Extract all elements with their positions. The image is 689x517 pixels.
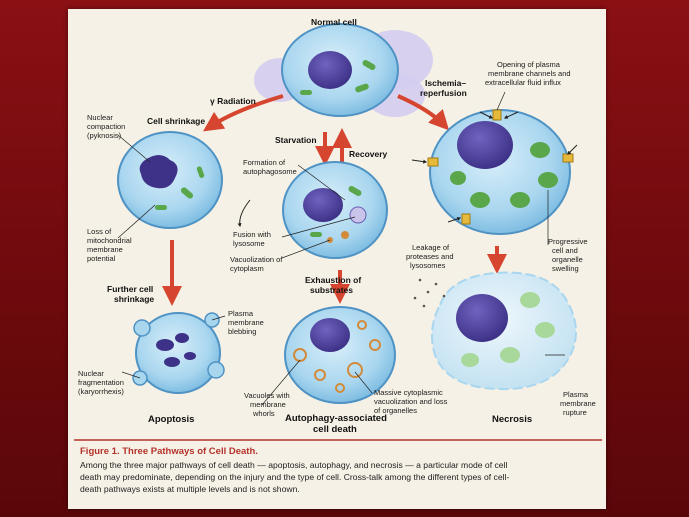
ann-nuclear-frag-1: Nuclear	[78, 369, 104, 378]
cell-shrinkage-label: Cell shrinkage	[147, 116, 205, 126]
exhaustion-label-2: substrates	[310, 285, 353, 295]
normal-cell-label: Normal cell	[311, 17, 357, 27]
shrinking-cell	[117, 131, 223, 229]
autophagy-title-1: Autophagy-associated	[285, 413, 387, 424]
ischemia-label-1: Ischemia–	[425, 78, 466, 88]
ann-nuclear-frag-3: (karyorrhexis)	[78, 387, 124, 396]
ann-nuclear-frag-2: fragmentation	[78, 378, 124, 387]
ann-opening-3: extracellular fluid influx	[485, 78, 561, 87]
ann-massive-2: vacuolization and loss	[374, 397, 448, 406]
ann-swelling-2: cell and	[552, 246, 578, 255]
ann-formation-2: autophagosome	[243, 167, 297, 176]
necrotic-cell	[413, 271, 577, 391]
ann-rupture-1: Plasma	[563, 390, 589, 399]
ann-vacuolization-2: cytoplasm	[230, 264, 264, 273]
caption-line-1: Among the three major pathways of cell d…	[80, 460, 507, 470]
recovery-label: Recovery	[349, 149, 388, 159]
ann-plasma-blebbing-2: membrane	[228, 318, 264, 327]
ann-fusion-1: Fusion with	[233, 230, 271, 239]
ann-nuclear-compaction-2: compaction	[87, 122, 125, 131]
swelling-cell	[427, 109, 574, 235]
ischemia-label-2: reperfusion	[420, 88, 467, 98]
formation-to-fusion-arrow	[237, 199, 251, 228]
ann-swelling-4: swelling	[552, 264, 579, 273]
ann-loss-mito-4: potential	[87, 254, 116, 263]
annotations: Nuclear compaction (pyknosis) Loss of mi…	[78, 60, 596, 418]
ann-formation-1: Formation of	[243, 158, 286, 167]
starvation-label: Starvation	[275, 135, 317, 145]
arrow-to-shrinkage	[203, 94, 284, 132]
ann-fusion-2: lysosome	[233, 239, 265, 248]
ann-massive-1: Massive cytoplasmic	[374, 388, 443, 397]
ann-nuclear-compaction-3: (pyknosis)	[87, 131, 122, 140]
necrosis-title: Necrosis	[492, 414, 532, 425]
ann-vacuoles-whorls-3: whorls	[252, 409, 275, 418]
apoptosis-title: Apoptosis	[148, 414, 194, 425]
autophagy-title-2: cell death	[313, 424, 357, 435]
ann-vacuoles-whorls-2: membrane	[250, 400, 286, 409]
exhaustion-label-1: Exhaustion of	[305, 275, 361, 285]
radiation-label: γ Radiation	[210, 96, 256, 106]
ann-plasma-blebbing-1: Plasma	[228, 309, 254, 318]
ann-swelling-3: organelle	[552, 255, 583, 264]
ann-loss-mito-3: membrane	[87, 245, 123, 254]
ann-plasma-blebbing-3: blebbing	[228, 327, 256, 336]
ann-leakage-2: proteases and	[406, 252, 454, 261]
autophagy-cell	[282, 161, 388, 259]
influx-arrows	[411, 111, 578, 223]
ann-rupture-3: rupture	[563, 408, 587, 417]
ann-rupture-2: membrane	[560, 399, 596, 408]
ann-opening-2: membrane channels and	[488, 69, 571, 78]
further-shrinkage-label-2: shrinkage	[114, 294, 154, 304]
ann-nuclear-compaction-1: Nuclear	[87, 113, 113, 122]
autophagic-death-cell	[284, 306, 396, 404]
ann-loss-mito-1: Loss of	[87, 227, 112, 236]
ann-opening-1: Opening of plasma	[497, 60, 561, 69]
ann-massive-3: of organelles	[374, 406, 417, 415]
ann-leakage-3: lysosomes	[410, 261, 446, 270]
further-shrinkage-label-1: Further cell	[107, 284, 153, 294]
ann-vacuoles-whorls-1: Vacuoles with	[244, 391, 290, 400]
leader-lines	[117, 91, 565, 406]
caption-line-3: death pathways exists at multiple levels…	[80, 484, 300, 494]
ann-leakage-1: Leakage of	[412, 243, 450, 252]
ann-vacuolization-1: Vacuolization of	[230, 255, 283, 264]
caption-line-2: death may predominate, depending on the …	[80, 472, 509, 482]
arrow-to-necrosis	[397, 94, 450, 131]
normal-cell	[254, 23, 433, 117]
ann-loss-mito-2: mitochondrial	[87, 236, 132, 245]
caption-title: Figure 1. Three Pathways of Cell Death.	[80, 446, 258, 457]
apoptotic-cell	[132, 312, 225, 394]
ann-swelling-1: Progressive	[548, 237, 588, 246]
